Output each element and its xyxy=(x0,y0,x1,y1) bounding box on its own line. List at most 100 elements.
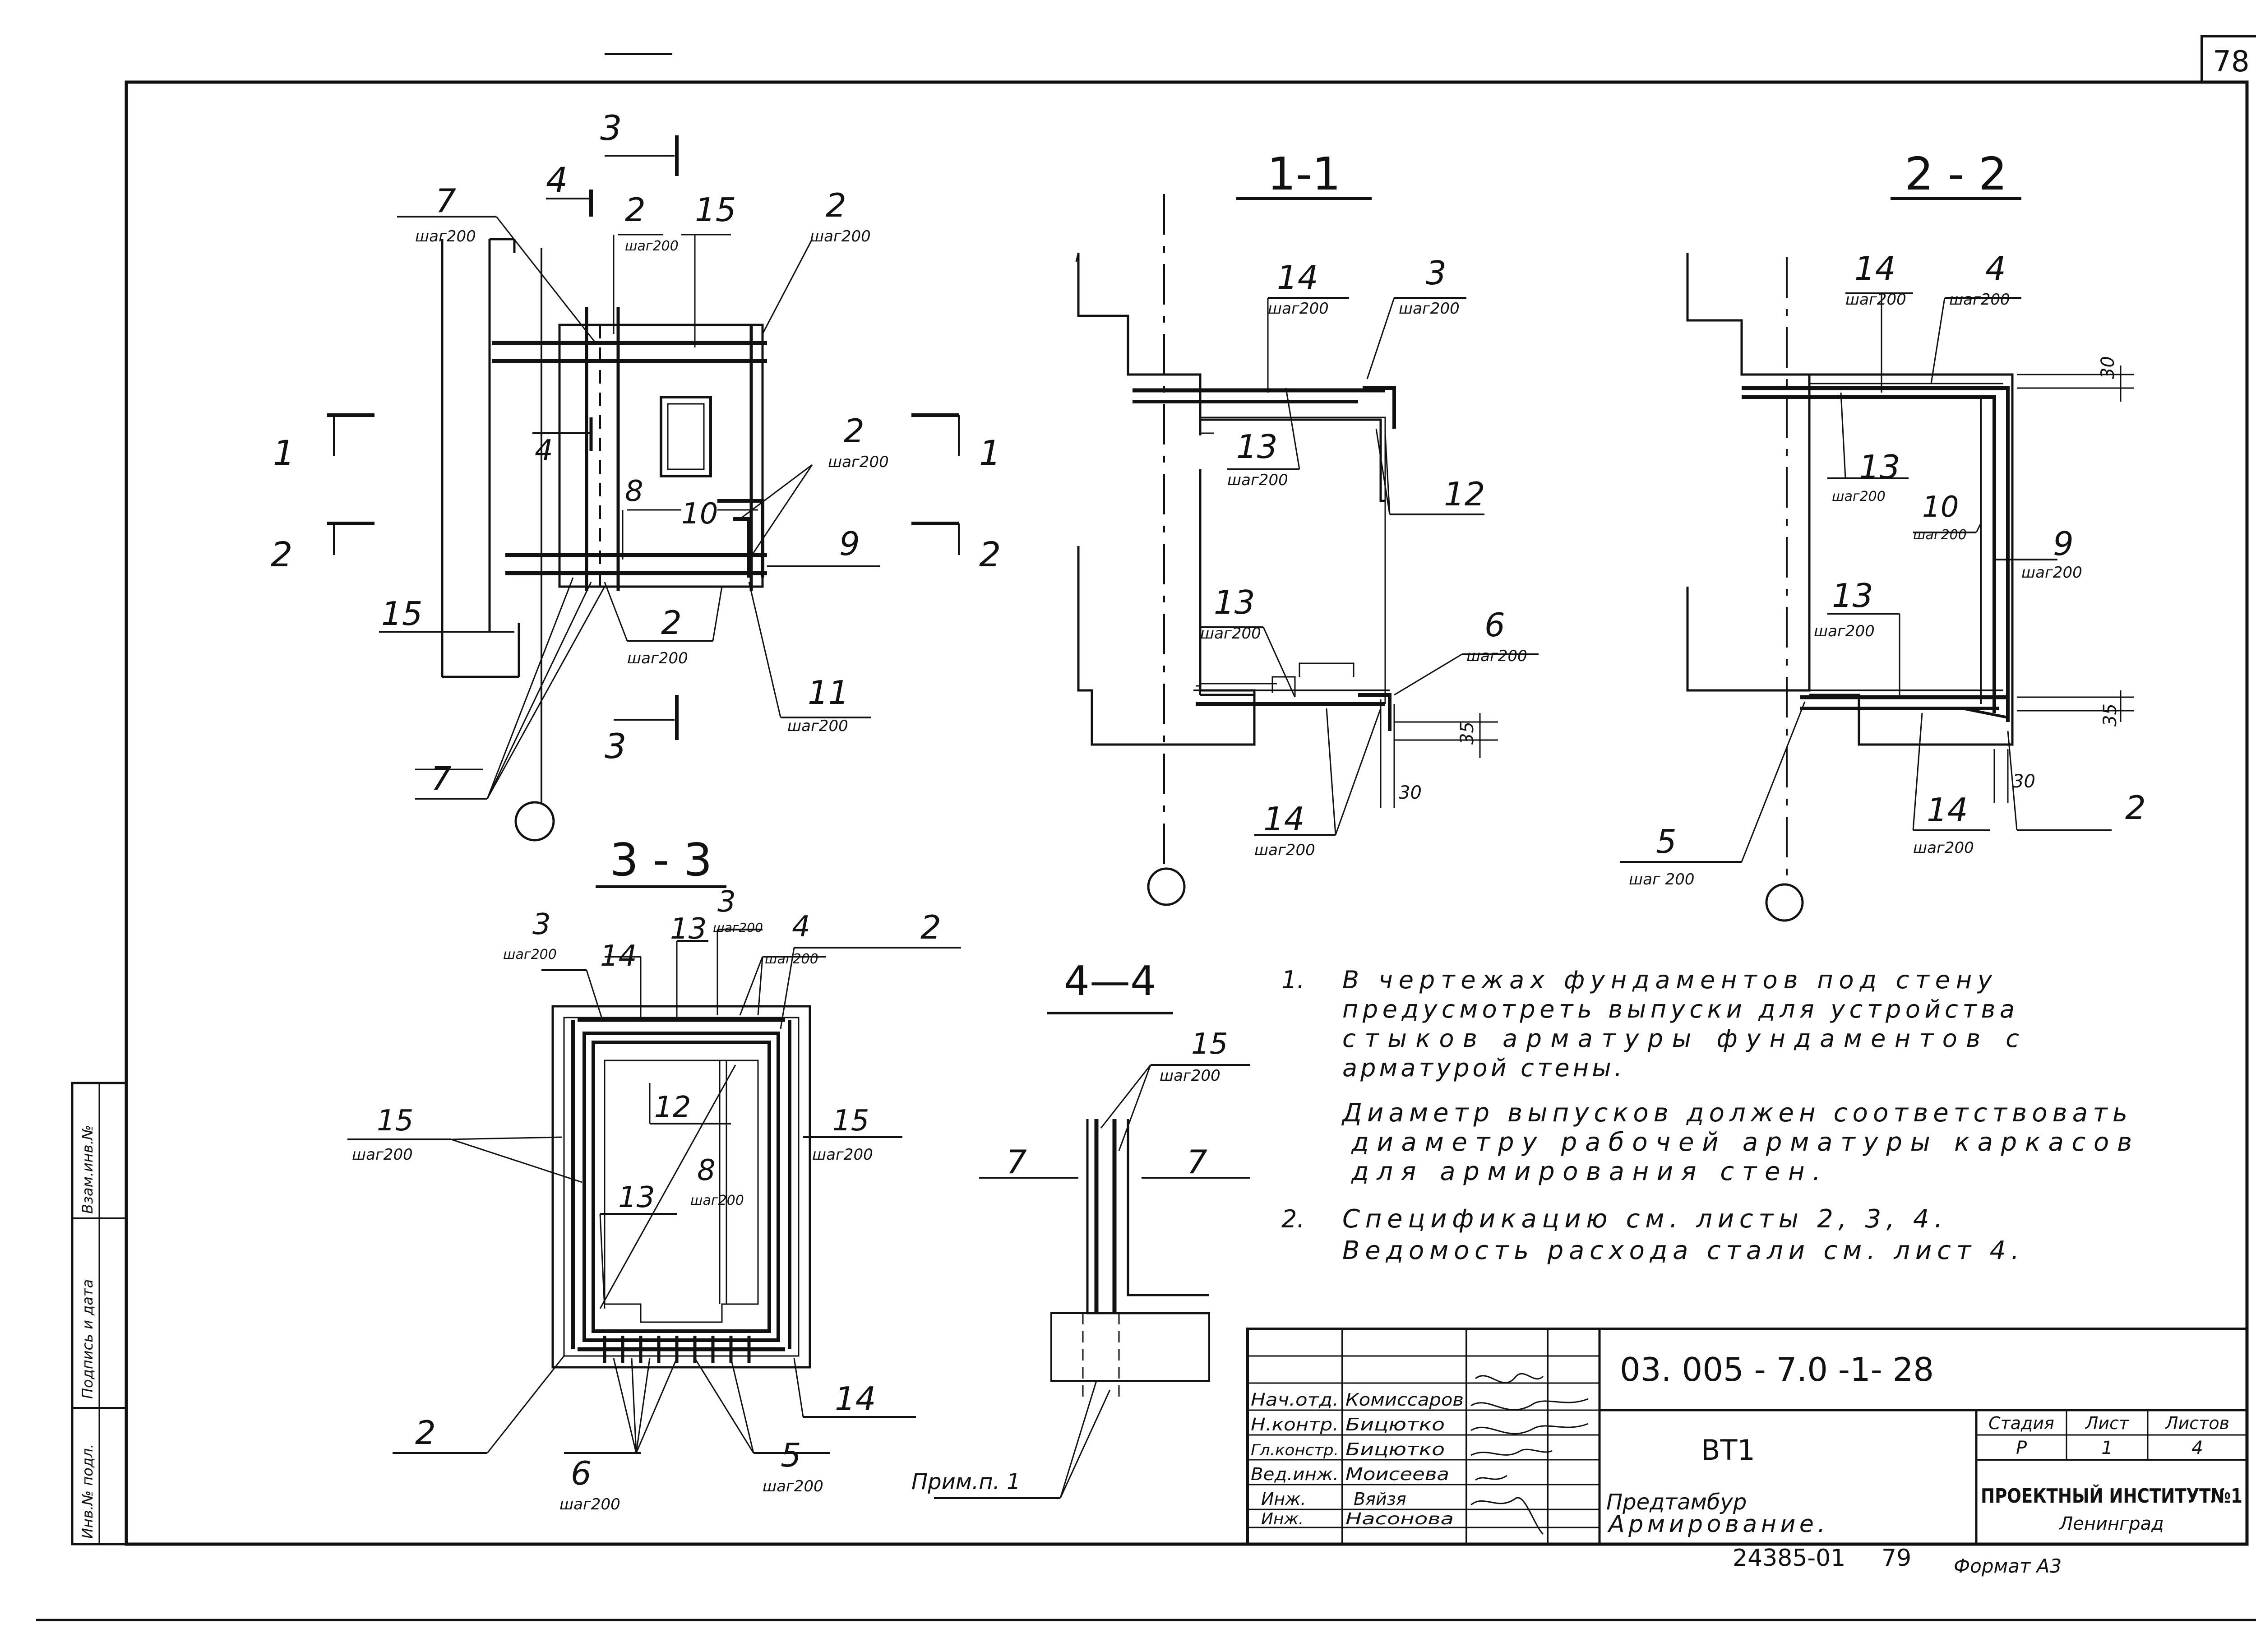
callout-pos: 13 xyxy=(1832,577,1873,615)
section-4-4-labels: 4—4 15 шаг200 7 7 Прим.п. 1 xyxy=(911,958,1228,1495)
callout-pos: 10 xyxy=(1922,491,1959,524)
cut-label-4-top: 4 xyxy=(546,160,568,200)
callout-note: шаг200 xyxy=(352,1146,413,1164)
general-notes: 1. В чертежах фундаментов под стену пред… xyxy=(1281,966,2132,1265)
callout-note: шаг200 xyxy=(812,1146,873,1164)
note-line: стыков арматуры фундаментов с xyxy=(1342,1024,2019,1053)
callout-note: шаг200 xyxy=(1268,300,1329,318)
callout-pos: 14 xyxy=(600,939,637,973)
callout-pos: 15 xyxy=(377,1104,413,1138)
signature-role: Гл.констр. xyxy=(1251,1441,1339,1459)
callout-pos: 2 xyxy=(844,412,864,450)
note-line: для армирования стен. xyxy=(1351,1157,1821,1186)
note-reference: Прим.п. 1 xyxy=(911,1469,1021,1495)
note-line: В чертежах фундаментов под стену xyxy=(1342,966,1992,994)
signature-role: Инж. xyxy=(1261,1489,1306,1509)
signature-name: Бицютко xyxy=(1345,1415,1445,1435)
callout-pos: 4 xyxy=(792,910,810,944)
section-3-3-labels: 3 - 3 3 шаг200 14 13 3 шаг200 4 шаг200 2… xyxy=(352,833,941,1513)
document-code: 03. 005 - 7.0 -1- 28 xyxy=(1620,1351,1934,1388)
signature-name: Насонова xyxy=(1345,1510,1454,1528)
object-name: Предтамбур xyxy=(1606,1490,1747,1515)
callout-pos: 2 xyxy=(2125,789,2146,827)
callout-pos: 8 xyxy=(697,1154,716,1187)
cut-label-2-right: 2 xyxy=(979,534,1001,574)
sheet-name: Армирование. xyxy=(1607,1511,1825,1538)
stage-header: Стадия xyxy=(1988,1413,2054,1433)
sheet-value: 1 xyxy=(2101,1438,2113,1458)
section-title: 2 - 2 xyxy=(1905,148,2007,200)
callout-pos: 13 xyxy=(1859,448,1900,486)
stamp-label-signature: Подпись и дата xyxy=(79,1279,96,1399)
callout-pos: 5 xyxy=(1656,823,1677,861)
callout-pos: 15 xyxy=(695,191,736,229)
note-line: Спецификацию см. листы 2, 3, 4. xyxy=(1342,1204,1942,1234)
cut-label-4-mid: 4 xyxy=(535,434,553,467)
note-line: Ведомость расхода стали см. лист 4. xyxy=(1342,1236,2019,1265)
sheets-header: Листов xyxy=(2164,1413,2229,1433)
callout-note: шаг200 xyxy=(627,649,688,667)
sheet-header: Лист xyxy=(2085,1413,2130,1433)
callout-pos: 5 xyxy=(781,1436,801,1474)
signature-name: Вяйзя xyxy=(1354,1489,1406,1509)
callout-note: шаг200 xyxy=(828,453,889,471)
callout-note: шаг200 xyxy=(559,1495,620,1513)
callout-pos: 14 xyxy=(835,1380,876,1418)
sheet-number: 78 xyxy=(2213,45,2249,79)
callout-note: шаг200 xyxy=(415,227,476,245)
note-line: Диаметр выпусков должен соответствовать xyxy=(1341,1098,2127,1128)
callout-pos: 13 xyxy=(618,1181,655,1214)
callout-pos: 15 xyxy=(832,1104,869,1138)
callout-note: шаг200 xyxy=(1814,622,1875,640)
note-number: 1. xyxy=(1281,966,1305,994)
signature-name: Бицютко xyxy=(1345,1439,1445,1459)
callout-pos: 3 xyxy=(532,908,551,941)
cut-label-2-left: 2 xyxy=(271,534,292,574)
stamp-label-inv: Инв.№ подл. xyxy=(79,1444,96,1539)
callout-note: шаг200 xyxy=(763,1477,823,1495)
side-stamp: Инв.№ подл. Подпись и дата Взам.инв.№ xyxy=(71,1082,128,1546)
note-line: предусмотреть выпуски для устройства xyxy=(1342,995,2015,1023)
cut-label-3-bottom: 3 xyxy=(605,726,626,766)
callout-note: шаг200 xyxy=(1200,625,1261,643)
section-title: 1-1 xyxy=(1267,148,1341,200)
callout-pos: 2 xyxy=(625,191,646,229)
section-2-2 xyxy=(1620,197,2134,922)
sheet-frame xyxy=(36,35,2256,1621)
callout-pos: 3 xyxy=(717,885,736,919)
cut-label-3-top: 3 xyxy=(600,108,622,148)
callout-note: шаг200 xyxy=(1399,300,1460,318)
archive-number: 24385-01 xyxy=(1733,1545,1845,1572)
copy-sheet-number: 79 xyxy=(1882,1545,1911,1572)
dimension-label: 30 xyxy=(1399,782,1422,803)
signature-role: Вед.инж. xyxy=(1251,1464,1339,1484)
organization-city: Ленинград xyxy=(2058,1513,2164,1534)
signature-name: Комиссаров xyxy=(1345,1390,1464,1410)
section-1-1-labels: 1-1 14 шаг200 3 шаг200 13 шаг200 12 13 ш… xyxy=(1200,148,1527,859)
callout-note: шаг200 xyxy=(1913,839,1974,857)
callout-pos: 12 xyxy=(654,1091,691,1124)
section-2-2-labels: 2 - 2 14 шаг200 4 шаг200 13 шаг200 10 ша… xyxy=(1629,148,2146,888)
callout-pos: 2 xyxy=(920,908,941,946)
organization-name: ПРОЕКТНЫЙ ИНСТИТУТ№1 xyxy=(1981,1484,2242,1508)
callout-pos: 6 xyxy=(571,1454,592,1492)
callout-pos: 2 xyxy=(415,1414,436,1452)
callout-note: шаг 200 xyxy=(1629,870,1695,888)
callout-pos: 13 xyxy=(670,912,707,946)
note-line: диаметру рабочей арматуры каркасов xyxy=(1351,1128,2132,1157)
callout-note: шаг200 xyxy=(625,238,679,254)
cut-label-1-right: 1 xyxy=(979,433,1001,473)
callout-pos: 7 xyxy=(435,182,456,220)
callout-note: шаг200 xyxy=(690,1193,744,1208)
dimension-label: 35 xyxy=(1457,722,1478,745)
callout-pos: 14 xyxy=(1927,791,1968,829)
callout-pos: 15 xyxy=(381,595,423,633)
callout-pos: 10 xyxy=(681,497,718,531)
section-3-3 xyxy=(347,885,961,1454)
signature-role: Инж. xyxy=(1261,1510,1304,1528)
signature-role: Н.контр. xyxy=(1251,1415,1339,1435)
callout-pos: 15 xyxy=(1191,1027,1228,1061)
sheets-value: 4 xyxy=(2191,1438,2203,1458)
callout-note: шаг200 xyxy=(765,951,818,967)
